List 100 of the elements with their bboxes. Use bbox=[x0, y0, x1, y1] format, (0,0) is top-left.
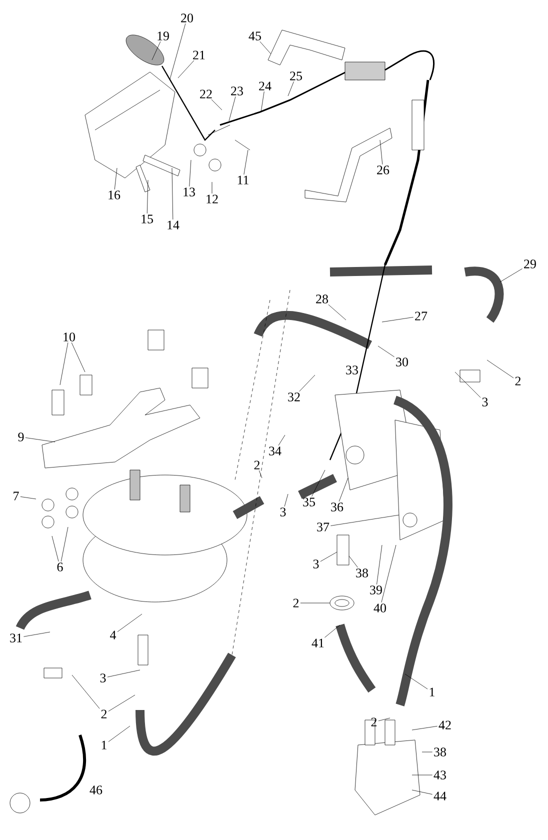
leader-line bbox=[71, 342, 86, 372]
leader-line bbox=[260, 41, 272, 54]
callout-number: 2 bbox=[371, 718, 377, 726]
leader-line bbox=[376, 544, 382, 585]
callout-number: 1 bbox=[430, 688, 434, 696]
callout-number: 23 bbox=[231, 86, 243, 96]
leader-line bbox=[24, 632, 50, 637]
callout-number: 32 bbox=[288, 392, 300, 402]
callout-number: 42 bbox=[438, 720, 451, 730]
callout-number: 10 bbox=[64, 332, 75, 342]
leader-line bbox=[299, 374, 316, 392]
leader-line bbox=[146, 180, 148, 214]
callout-number: 28 bbox=[316, 294, 328, 304]
callout-number: 43 bbox=[434, 770, 446, 780]
callout-number: 38 bbox=[356, 568, 368, 578]
callout-number: 45 bbox=[248, 32, 261, 40]
leader-line bbox=[412, 774, 432, 776]
leader-line bbox=[348, 556, 358, 568]
callout-number: 27 bbox=[415, 312, 428, 320]
leader-line bbox=[404, 674, 428, 690]
callout-number: 14 bbox=[168, 220, 180, 230]
leader-line bbox=[52, 536, 59, 562]
leader-line bbox=[312, 470, 326, 497]
leader-line bbox=[258, 470, 262, 478]
leader-line bbox=[320, 552, 338, 562]
leader-line bbox=[378, 346, 394, 358]
leader-line bbox=[211, 99, 222, 110]
callout-number: 39 bbox=[370, 586, 382, 594]
leader-line bbox=[284, 494, 288, 507]
callout-number: 11 bbox=[238, 176, 248, 184]
callout-number: 3 bbox=[100, 674, 106, 682]
leader-line bbox=[178, 60, 194, 78]
callout-number: 6 bbox=[57, 562, 63, 572]
callout-number: 15 bbox=[142, 214, 153, 224]
leader-line bbox=[108, 694, 136, 712]
callout-number: 4 bbox=[110, 630, 116, 640]
leader-line bbox=[107, 670, 140, 678]
leader-line bbox=[500, 268, 522, 282]
callout-number: 2 bbox=[101, 710, 107, 718]
leader-line bbox=[378, 718, 390, 722]
leader-line bbox=[278, 434, 286, 446]
leader-line bbox=[60, 526, 68, 562]
leader-line bbox=[117, 614, 142, 632]
callout-number: 16 bbox=[108, 190, 120, 200]
callout-number: 2 bbox=[293, 598, 299, 608]
callout-number: 40 bbox=[374, 604, 386, 612]
leader-line bbox=[382, 317, 414, 322]
leader-line bbox=[228, 96, 236, 122]
callout-number: 2 bbox=[515, 376, 521, 386]
callout-number: 20 bbox=[181, 14, 193, 22]
leader-line bbox=[288, 81, 294, 96]
callout-number: 3 bbox=[280, 508, 286, 516]
leader-line bbox=[338, 478, 348, 502]
callout-number: 21 bbox=[193, 50, 205, 60]
leader-line bbox=[412, 726, 438, 730]
callout-number: 26 bbox=[377, 166, 390, 174]
leader-line bbox=[324, 624, 340, 638]
callout-number: 25 bbox=[290, 72, 302, 80]
callout-number: 36 bbox=[331, 502, 344, 512]
leader-line bbox=[244, 150, 248, 175]
leader-line bbox=[108, 726, 130, 742]
leader-line bbox=[412, 790, 432, 795]
callout-number: 13 bbox=[184, 188, 195, 196]
callout-number: 30 bbox=[396, 358, 408, 366]
callout-number: 3 bbox=[313, 560, 319, 568]
leader-line bbox=[189, 160, 192, 187]
leader-line bbox=[20, 496, 36, 500]
leader-line bbox=[72, 674, 100, 709]
leader-line bbox=[454, 372, 481, 398]
leader-line bbox=[260, 91, 264, 112]
callout-number: 31 bbox=[10, 634, 22, 642]
callout-number: 35 bbox=[303, 498, 315, 506]
leader-line bbox=[25, 437, 56, 442]
leader-line bbox=[170, 23, 186, 80]
leader-line bbox=[380, 140, 383, 165]
callout-number: 41 bbox=[312, 638, 324, 648]
callout-number: 44 bbox=[434, 792, 446, 800]
callout-number: 34 bbox=[269, 446, 282, 456]
leader-line bbox=[152, 41, 161, 60]
callout-number: 37 bbox=[317, 522, 330, 532]
leader-line bbox=[328, 304, 346, 320]
callout-number: 19 bbox=[158, 32, 169, 40]
callout-number: 46 bbox=[90, 786, 102, 794]
leader-line bbox=[330, 514, 400, 526]
callout-number: 2 bbox=[254, 460, 260, 470]
leader-line bbox=[114, 168, 118, 190]
leader-line bbox=[60, 342, 68, 386]
callout-number: 38 bbox=[434, 748, 446, 756]
callout-number: 29 bbox=[524, 260, 536, 268]
callout-number: 3 bbox=[482, 398, 488, 406]
leader-line bbox=[381, 544, 396, 603]
callout-number: 7 bbox=[14, 492, 19, 500]
leader-line bbox=[172, 168, 174, 220]
callout-number: 9 bbox=[18, 432, 24, 442]
callout-number: 1 bbox=[102, 740, 106, 750]
callout-number: 12 bbox=[206, 194, 218, 204]
leader-line bbox=[300, 602, 330, 604]
callout-number: 22 bbox=[200, 90, 212, 98]
callout-number: 33 bbox=[346, 366, 358, 374]
callout-number: 24 bbox=[259, 82, 272, 90]
